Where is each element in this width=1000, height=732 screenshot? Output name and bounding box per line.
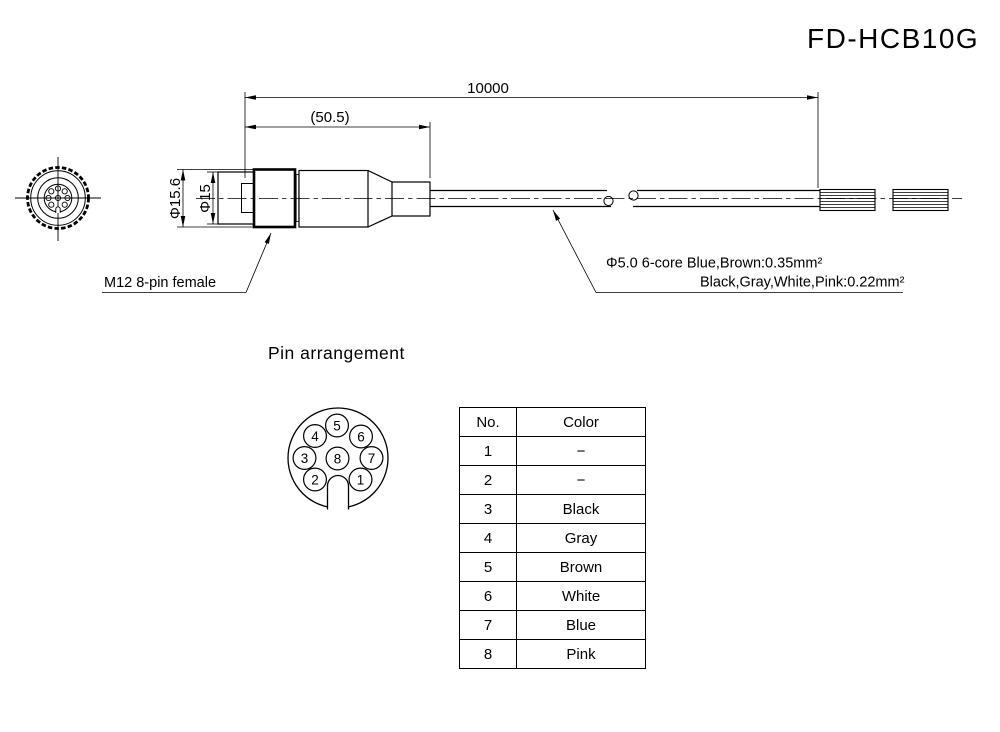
table-row: 5 Brown bbox=[459, 552, 646, 582]
cable-spec-line2: Black,Gray,White,Pink:0.22mm² bbox=[700, 275, 905, 291]
strain-relief-boot bbox=[391, 181, 431, 217]
pin-color-cell: Gray bbox=[516, 523, 646, 553]
pin-3 bbox=[292, 446, 317, 471]
connector-body bbox=[298, 169, 369, 228]
dimension-overall-length bbox=[244, 92, 819, 188]
pin-3-label: 3 bbox=[301, 451, 309, 466]
break-symbol bbox=[603, 195, 614, 207]
keyway-notch bbox=[326, 474, 350, 510]
pin-5-label: 5 bbox=[333, 418, 341, 433]
pin-no-cell: 2 bbox=[459, 465, 517, 495]
table-row: 4 Gray bbox=[459, 523, 646, 553]
pin-2 bbox=[303, 467, 328, 492]
dimension-inner-diameter bbox=[207, 171, 218, 225]
connector-nose bbox=[217, 171, 255, 225]
outer-diameter-label: Φ15.6 bbox=[167, 178, 184, 219]
table-row: 8 Pink bbox=[459, 639, 646, 669]
break-symbol bbox=[628, 190, 639, 201]
stripped-wires-1 bbox=[819, 188, 876, 212]
inner-diameter-label: Φ15 bbox=[197, 184, 214, 213]
cable-segment-1 bbox=[430, 189, 611, 208]
pin-no-cell: 3 bbox=[459, 494, 517, 524]
pin-8-label: 8 bbox=[334, 451, 342, 466]
connector-type-label: M12 8-pin female bbox=[104, 275, 216, 291]
connector-front-view bbox=[15, 157, 101, 241]
knurled-ring bbox=[26, 166, 90, 230]
table-header-row: No. Color bbox=[459, 407, 646, 437]
pin-no-cell: 6 bbox=[459, 581, 517, 611]
pin-5 bbox=[325, 413, 350, 438]
connector-length-label: (50.5) bbox=[310, 109, 349, 126]
pin-circles bbox=[292, 413, 384, 492]
cable-side-view bbox=[196, 168, 962, 229]
pin-no-cell: 4 bbox=[459, 523, 517, 553]
dimension-connector-length bbox=[245, 122, 431, 178]
pin-7 bbox=[359, 446, 384, 471]
pin-1 bbox=[348, 467, 373, 492]
table-row: 3 Black bbox=[459, 494, 646, 524]
front-view-pin-holes bbox=[45, 185, 71, 208]
pin-arrangement-heading: Pin arrangement bbox=[268, 343, 405, 363]
cable-spec-line1: Φ5.0 6-core Blue,Brown:0.35mm² bbox=[606, 256, 822, 272]
pin-color-cell: Brown bbox=[516, 552, 646, 582]
pin-8 bbox=[325, 446, 350, 471]
keyway-notch bbox=[55, 206, 61, 213]
pin-no-cell: 1 bbox=[459, 436, 517, 466]
table-row: 2 − bbox=[459, 465, 646, 495]
pin-color-cell: White bbox=[516, 581, 646, 611]
pin-color-cell: Blue bbox=[516, 610, 646, 640]
pin-arrangement-diagram bbox=[287, 407, 389, 510]
pin-no-cell: 7 bbox=[459, 610, 517, 640]
pin-1-label: 1 bbox=[357, 472, 365, 487]
cable-spec-callout bbox=[552, 209, 903, 293]
pin-color-table: No. Color 1 − 2 − 3 Black 4 Gray 5 Brown bbox=[459, 407, 646, 669]
stripped-wires-2 bbox=[892, 188, 949, 212]
dimension-outer-diameter bbox=[177, 169, 254, 228]
table-header-no: No. bbox=[459, 407, 517, 437]
pin-color-cell: − bbox=[516, 436, 646, 466]
table-row: 6 White bbox=[459, 581, 646, 611]
pin-7-label: 7 bbox=[368, 451, 376, 466]
pin-2-label: 2 bbox=[311, 472, 319, 487]
locking-ring bbox=[252, 168, 297, 229]
overall-length-label: 10000 bbox=[467, 80, 509, 97]
pin-6 bbox=[349, 424, 374, 449]
pin-color-cell: Black bbox=[516, 494, 646, 524]
pin-no-cell: 8 bbox=[459, 639, 517, 669]
pin-4 bbox=[303, 424, 328, 449]
connector-callout bbox=[102, 232, 272, 293]
table-row: 7 Blue bbox=[459, 610, 646, 640]
table-row: 1 − bbox=[459, 436, 646, 466]
pin-no-cell: 5 bbox=[459, 552, 517, 582]
pin-6-label: 6 bbox=[357, 429, 365, 444]
connector-step bbox=[241, 183, 255, 213]
pin-color-cell: − bbox=[516, 465, 646, 495]
drawing-title: FD-HCB10G bbox=[807, 23, 980, 54]
pin-color-cell: Pink bbox=[516, 639, 646, 669]
leader-line bbox=[245, 232, 272, 293]
table-header-color: Color bbox=[516, 407, 646, 437]
pin-numbers: 1 2 3 4 5 6 7 8 bbox=[301, 418, 376, 487]
cable-segment-2 bbox=[633, 189, 820, 208]
leader-line bbox=[552, 209, 597, 293]
pin-4-label: 4 bbox=[311, 429, 319, 444]
